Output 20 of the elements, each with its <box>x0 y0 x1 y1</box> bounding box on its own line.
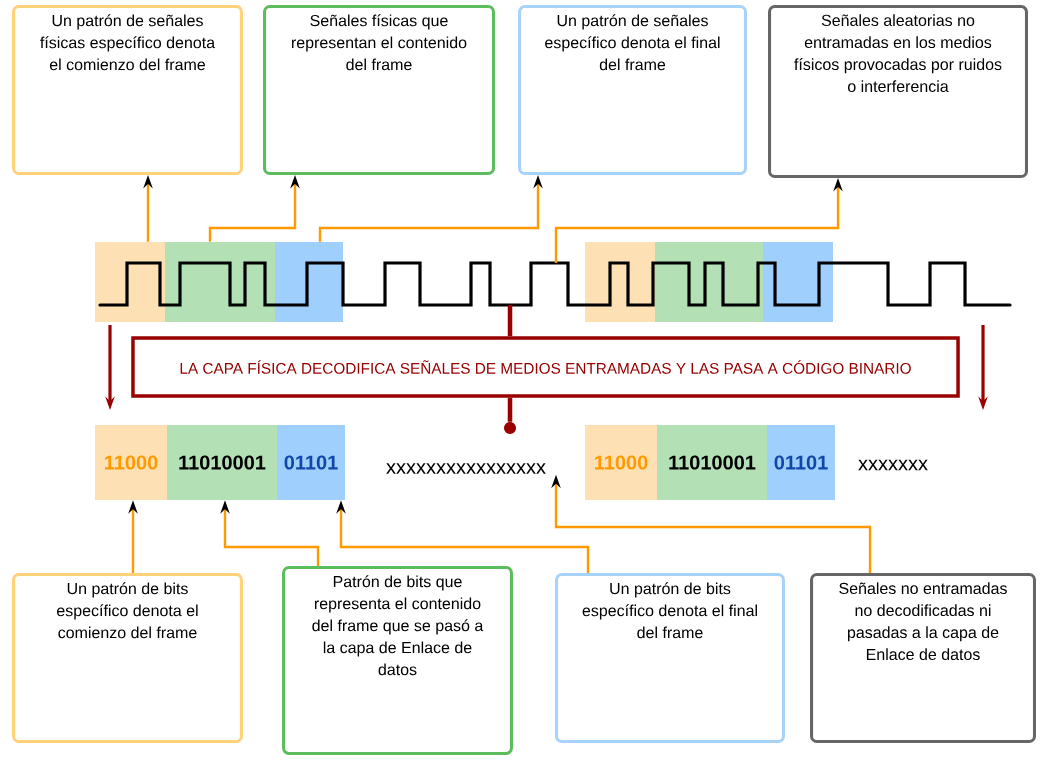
bit-sequence: xxxxxxx <box>858 459 928 471</box>
bit-group: 11010001 <box>657 425 767 500</box>
text-box: Un patrón de bits específico denota el final del frame <box>555 573 785 743</box>
text-box: Un patrón de señales físicas específico denota el comienzo del frame <box>12 5 243 175</box>
bit-group: 11000 <box>585 425 657 500</box>
connector-line <box>507 397 513 422</box>
bit-group: 11010001 <box>167 425 277 500</box>
text-box: Señales no entramadas no decodificadas ni pasadas a la capa de Enlace de datos <box>810 573 1036 743</box>
bit-group: 01101 <box>767 425 835 500</box>
connector-line <box>507 305 513 337</box>
text-box: Señales aleatorias no entramadas en los medios físicos provocadas por ruidos o interferencia <box>768 4 1028 179</box>
bit-group: 11000 <box>95 425 167 500</box>
banner-box: LA CAPA FÍSICA DECODIFICA SEÑALES DE MEDIOS ENTRAMADAS Y LAS PASA A CÓDIGO BINARIO <box>131 336 960 398</box>
text-box: Patrón de bits que representa el contenido del frame que se pasó a la capa de Enlace de datos <box>282 566 513 755</box>
text-box: Un patrón de señales específico denota el final del frame <box>518 5 747 175</box>
bit-group: 01101 <box>277 425 345 500</box>
text-box: Señales físicas que representan el contenido del frame <box>263 5 495 175</box>
signal-band <box>275 242 343 322</box>
text-box: Un patrón de bits específico denota el comienzo del frame <box>12 573 243 743</box>
bit-sequence: xxxxxxxxxxxxxxxx <box>386 463 546 474</box>
